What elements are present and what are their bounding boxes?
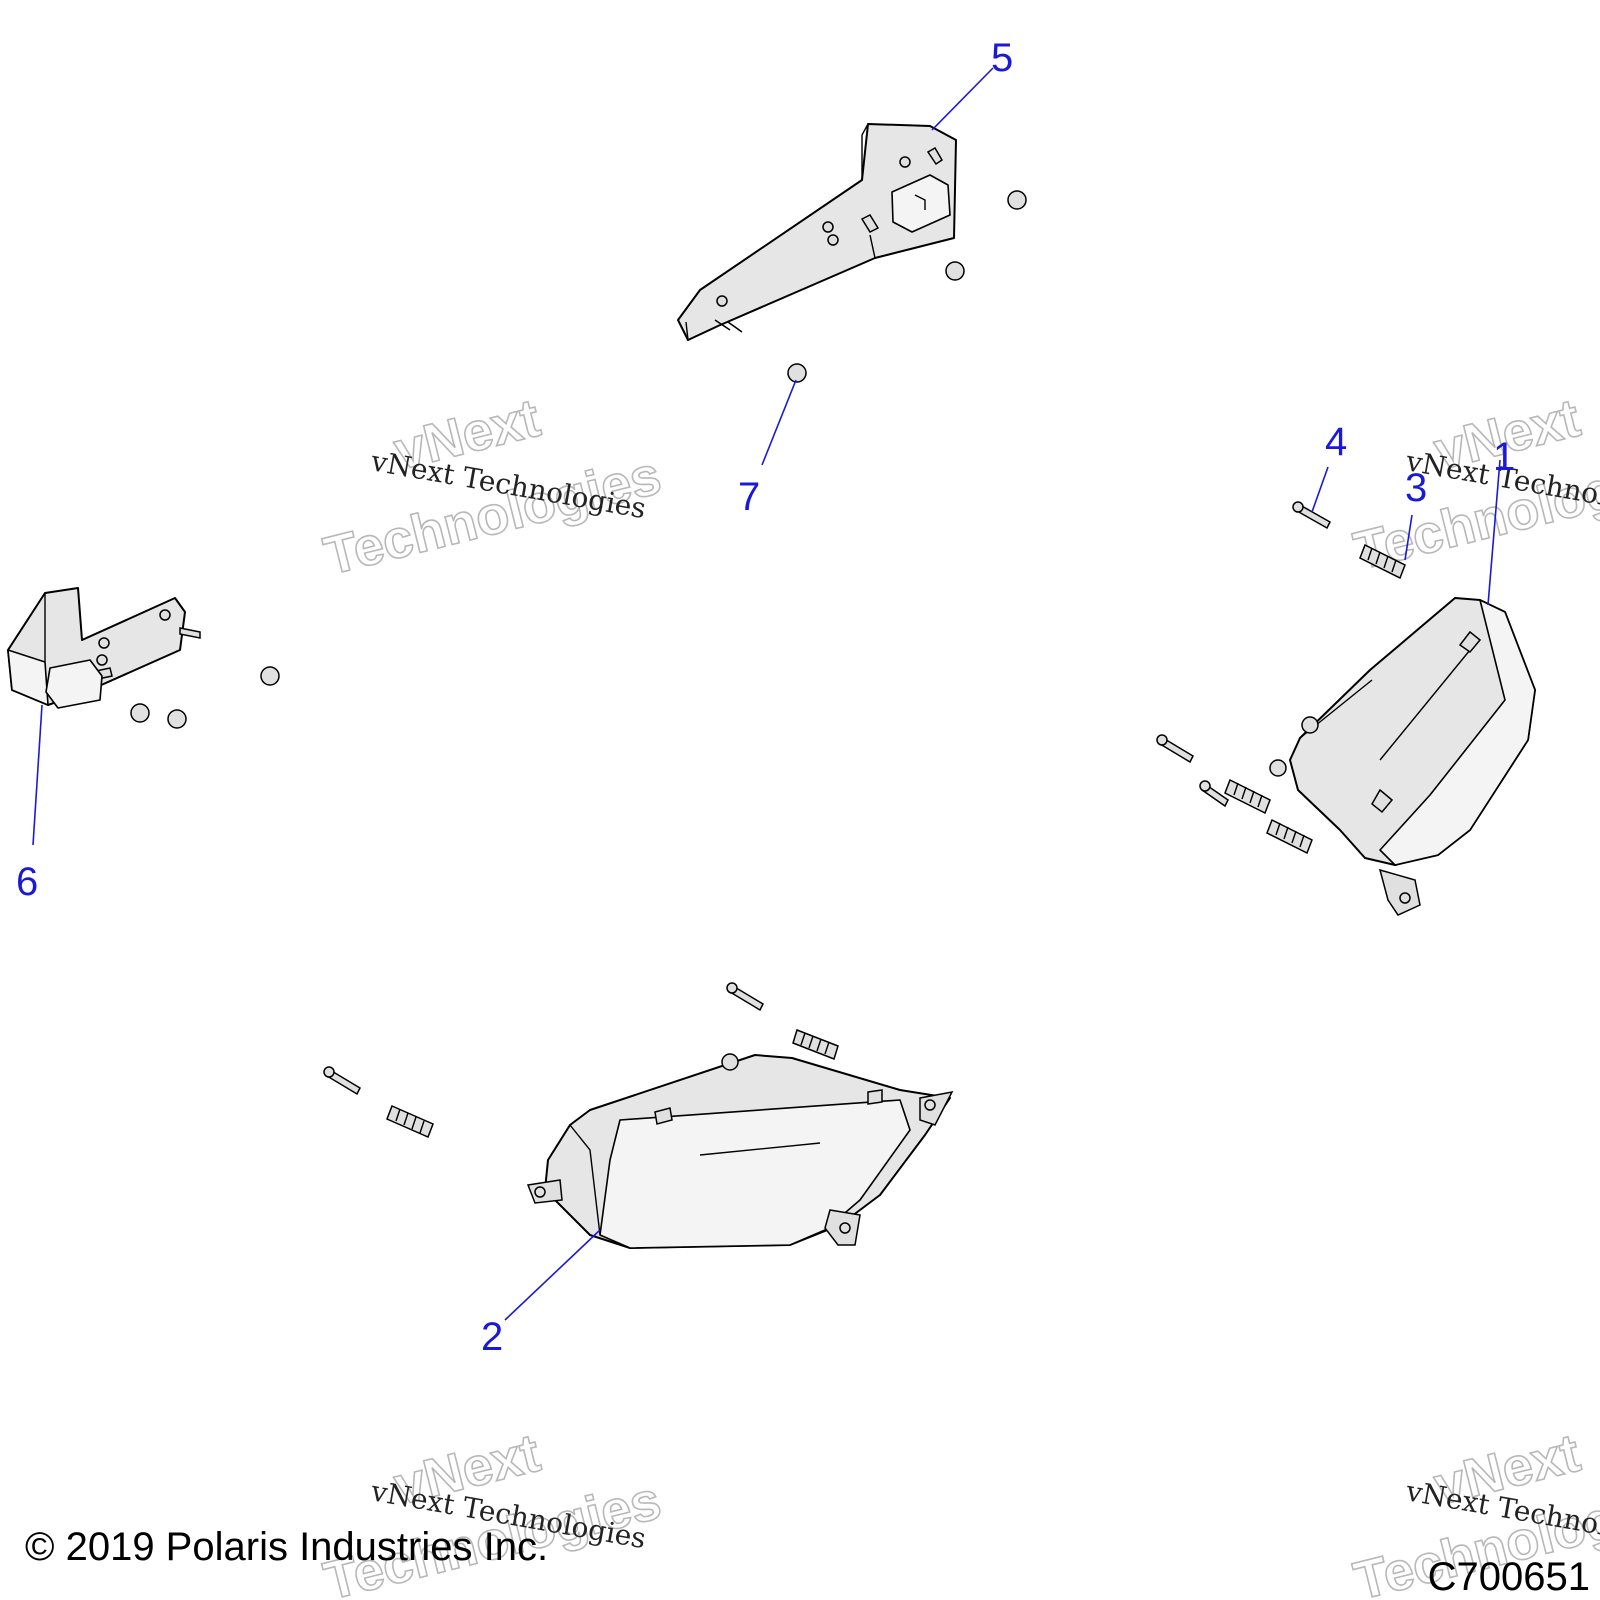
callouts: 1 2 3 4 5 6 7 [16, 36, 1515, 1359]
bracket-part-5 [677, 123, 957, 341]
leader-lines [32, 67, 1501, 1321]
leader-4 [1311, 466, 1329, 513]
screw-part-4 [1156, 501, 1331, 808]
watermark-center-top: vNext Technologies vNext Technologies [318, 387, 668, 587]
leader-7 [761, 379, 797, 466]
leader-2 [504, 1229, 601, 1321]
leader-6 [32, 704, 43, 846]
spring-part-3 [1224, 543, 1406, 855]
headlight-part-2 [526, 1053, 954, 1249]
headlight-part-1 [1269, 597, 1536, 916]
leader-1 [1487, 459, 1501, 606]
nut-part-7 [787, 190, 1027, 383]
watermark-right-top: vNext Technologies vNext Technologies [1348, 387, 1600, 582]
leader-5 [931, 67, 994, 131]
nuts-left [130, 666, 280, 729]
springs-lower [386, 1029, 839, 1139]
callout-3: 3 [1405, 466, 1427, 510]
callout-5: 5 [991, 36, 1013, 80]
leader-3 [1404, 514, 1413, 561]
callout-7: 7 [738, 475, 760, 519]
copyright-text: © 2019 Polaris Industries Inc. [25, 1525, 548, 1569]
callout-6: 6 [16, 860, 38, 904]
callout-1: 1 [1493, 435, 1515, 479]
bracket-part-6 [7, 587, 201, 709]
callout-2: 2 [481, 1315, 503, 1359]
watermark-center-bottom: vNext Technologies vNext Technologies [318, 1422, 668, 1600]
figure-code: C700651 [1428, 1555, 1590, 1599]
callout-4: 4 [1325, 420, 1347, 464]
screws-lower [323, 982, 764, 1096]
